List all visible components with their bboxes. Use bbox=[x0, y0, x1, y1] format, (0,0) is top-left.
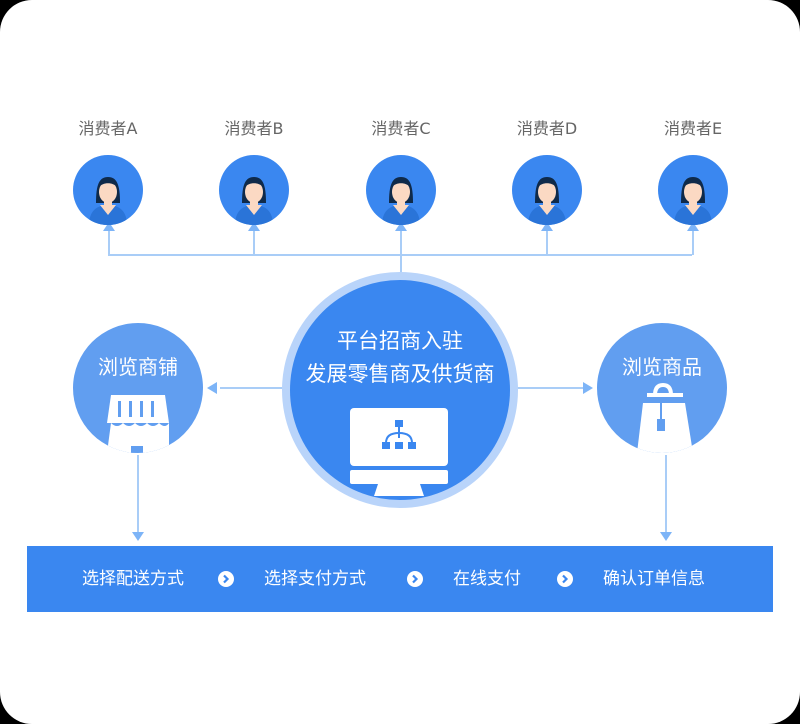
flow-step-confirm-order: 确认订单信息 bbox=[603, 569, 705, 589]
female-user-avatar-icon bbox=[219, 155, 289, 225]
connector-d bbox=[546, 230, 548, 255]
center-title: 平台招商入驻 发展零售商及供货商 bbox=[290, 325, 510, 391]
female-user-avatar-icon bbox=[73, 155, 143, 225]
consumer-b: 消费者B bbox=[214, 118, 294, 225]
arrow-up-icon bbox=[395, 222, 407, 231]
flow-step-delivery: 选择配送方式 bbox=[82, 569, 184, 589]
connector-right bbox=[514, 387, 584, 389]
female-user-avatar-icon bbox=[512, 155, 582, 225]
consumer-e: 消费者E bbox=[653, 118, 733, 225]
connector-right-down bbox=[665, 455, 667, 533]
consumer-d: 消费者D bbox=[507, 118, 587, 225]
consumer-c: 消费者C bbox=[361, 118, 441, 225]
browse-products-node: 浏览商品 bbox=[597, 323, 727, 453]
female-user-avatar-icon bbox=[658, 155, 728, 225]
consumer-label: 消费者E bbox=[663, 119, 723, 138]
chevron-right-circle-icon bbox=[218, 571, 234, 587]
connector-b bbox=[253, 230, 255, 255]
connector-e bbox=[692, 230, 694, 255]
browse-shops-node: 浏览商铺 bbox=[73, 323, 203, 453]
shopping-bag-icon bbox=[637, 382, 693, 453]
connector-left bbox=[220, 387, 286, 389]
arrow-up-icon bbox=[541, 222, 553, 231]
arrow-up-icon bbox=[687, 222, 699, 231]
platform-center-node: 平台招商入驻 发展零售商及供货商 bbox=[290, 280, 510, 500]
arrow-right-icon bbox=[583, 382, 593, 394]
monitor-sitemap-icon bbox=[350, 408, 448, 496]
browse-products-label: 浏览商品 bbox=[622, 355, 702, 379]
flow-step-payment-method: 选择支付方式 bbox=[264, 569, 366, 589]
consumer-label: 消费者A bbox=[78, 119, 138, 138]
connector-left-down bbox=[137, 455, 139, 533]
chevron-right-circle-icon bbox=[557, 571, 573, 587]
storefront-icon bbox=[107, 395, 169, 453]
center-title-line1: 平台招商入驻 bbox=[337, 329, 463, 353]
arrow-down-icon bbox=[132, 532, 144, 541]
arrow-down-icon bbox=[660, 532, 672, 541]
female-user-avatar-icon bbox=[366, 155, 436, 225]
browse-shops-label: 浏览商铺 bbox=[98, 355, 178, 379]
consumer-label: 消费者C bbox=[371, 119, 431, 138]
consumer-label: 消费者D bbox=[516, 119, 578, 138]
arrow-up-icon bbox=[103, 222, 115, 231]
flow-step-online-payment: 在线支付 bbox=[453, 569, 521, 589]
connector-a bbox=[108, 230, 110, 255]
arrow-up-icon bbox=[248, 222, 260, 231]
chevron-right-circle-icon bbox=[407, 571, 423, 587]
center-title-line2: 发展零售商及供货商 bbox=[305, 362, 495, 386]
consumer-label: 消费者B bbox=[224, 119, 284, 138]
consumer-a: 消费者A bbox=[68, 118, 148, 225]
connector-c bbox=[400, 230, 402, 280]
arrow-left-icon bbox=[207, 382, 217, 394]
order-flow-bar: 选择配送方式 选择支付方式 在线支付 确认订单信息 bbox=[27, 546, 773, 612]
